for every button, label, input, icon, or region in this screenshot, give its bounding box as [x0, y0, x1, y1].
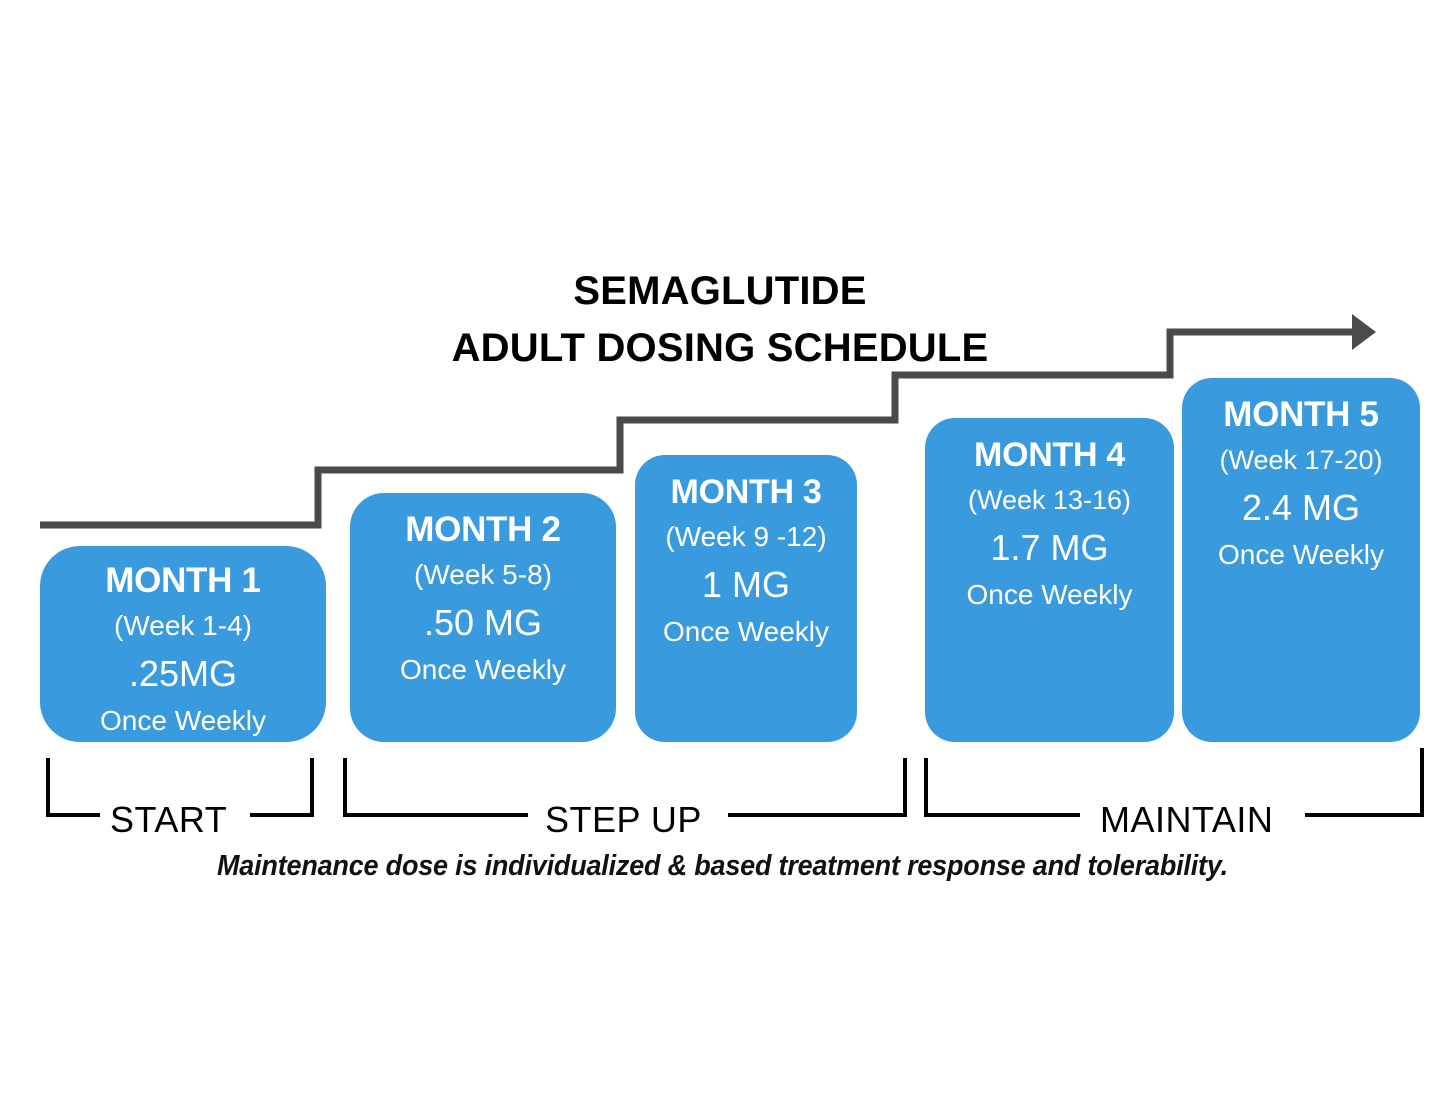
phase-label-start: START	[110, 799, 228, 840]
dose-card-month-1[interactable]: MONTH 1 (Week 1-4) .25MG Once Weekly	[40, 546, 326, 742]
phase-label-maintain: MAINTAIN	[1100, 799, 1274, 840]
phase-label-step-up: STEP UP	[545, 799, 702, 840]
dose-card-month-2[interactable]: MONTH 2 (Week 5-8) .50 MG Once Weekly	[350, 493, 616, 742]
title-line-1: SEMAGLUTIDE	[573, 269, 867, 313]
card-month-label: MONTH 3	[670, 473, 822, 511]
card-week-label: (Week 5-8)	[414, 559, 552, 590]
card-frequency-label: Once Weekly	[663, 616, 829, 647]
card-month-label: MONTH 1	[105, 561, 261, 600]
card-frequency-label: Once Weekly	[966, 579, 1133, 610]
card-dose-value: 1 MG	[701, 564, 790, 605]
card-dose-value: 1.7 MG	[990, 527, 1109, 568]
page-title: SEMAGLUTIDE ADULT DOSING SCHEDULE	[0, 263, 1445, 377]
card-month-label: MONTH 4	[974, 436, 1125, 474]
dose-card-month-3[interactable]: MONTH 3 (Week 9 -12) 1 MG Once Weekly	[635, 455, 857, 742]
card-week-label: (Week 13-16)	[967, 485, 1132, 515]
card-dose-value: 2.4 MG	[1241, 487, 1361, 528]
card-month-label: MONTH 2	[405, 510, 561, 549]
card-week-label: (Week 9 -12)	[665, 521, 827, 552]
card-dose-value: .50 MG	[423, 602, 543, 643]
card-dose-value: .25MG	[128, 653, 238, 694]
dose-card-month-4[interactable]: MONTH 4 (Week 13-16) 1.7 MG Once Weekly	[925, 418, 1174, 742]
card-frequency-label: Once Weekly	[400, 654, 566, 685]
footnote-text: Maintenance dose is individualized & bas…	[217, 850, 1228, 882]
card-week-label: (Week 1-4)	[114, 610, 252, 641]
dose-card-month-5[interactable]: MONTH 5 (Week 17-20) 2.4 MG Once Weekly	[1182, 378, 1420, 742]
card-month-label: MONTH 5	[1223, 395, 1379, 434]
card-frequency-label: Once Weekly	[100, 705, 266, 736]
title-line-2: ADULT DOSING SCHEDULE	[451, 326, 989, 370]
card-frequency-label: Once Weekly	[1218, 539, 1384, 570]
card-week-label: (Week 17-20)	[1219, 445, 1383, 475]
